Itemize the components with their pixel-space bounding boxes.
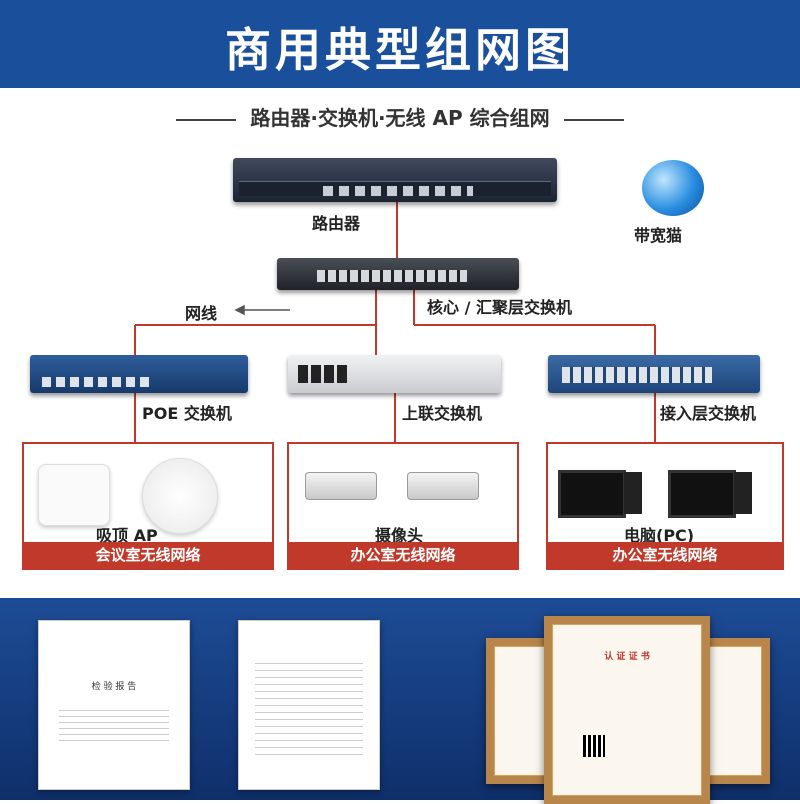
monitor-icon xyxy=(668,470,736,518)
page-title: 商用典型组网图 xyxy=(225,23,575,77)
access-switch-label: 接入层交换机 xyxy=(660,404,757,423)
certificate-report-2-lines xyxy=(255,657,363,757)
network-cable-label: 网线 xyxy=(185,304,218,323)
uplink-switch-label: 上联交换机 xyxy=(402,404,483,423)
modem-label: 带宽猫 xyxy=(634,226,683,245)
certificate-title: 认 证 证 书 xyxy=(604,652,650,662)
access-switch-ports xyxy=(562,367,712,383)
uplink-switch-device xyxy=(288,355,501,393)
office-pc-box: 电脑(PC) 办公室无线网络 xyxy=(546,442,784,570)
certificate-report-2 xyxy=(238,620,380,790)
ceiling-ap-label: 吸顶 AP xyxy=(96,526,158,545)
ceiling-ap-square xyxy=(38,464,110,526)
meeting-room-box: 吸顶 AP 会议室无线网络 xyxy=(22,442,274,570)
subtitle: 路由器·交换机·无线 AP 综合组网 xyxy=(0,102,800,131)
office-camera-footer: 办公室无线网络 xyxy=(289,542,517,568)
monitor-icon xyxy=(558,470,626,518)
core-switch-device xyxy=(277,258,519,290)
uplink-switch-ports xyxy=(298,365,348,383)
globe-icon xyxy=(642,160,704,216)
core-switch-label: 核心 / 汇聚层交换机 xyxy=(427,298,572,317)
poe-switch-label: POE 交换机 xyxy=(142,404,232,423)
router-label: 路由器 xyxy=(312,214,361,233)
poe-switch-device xyxy=(30,355,248,393)
pc-label: 电脑(PC) xyxy=(624,526,695,545)
router-ports xyxy=(323,186,473,196)
pc-tower-icon xyxy=(624,472,642,514)
poe-switch-ports xyxy=(42,377,152,387)
access-switch-device xyxy=(548,355,760,393)
certificate-band: 检 验 报 告 认 证 证 书 xyxy=(0,598,800,804)
pc-tower-icon xyxy=(734,472,752,514)
meeting-room-footer: 会议室无线网络 xyxy=(24,542,272,568)
office-pc-footer: 办公室无线网络 xyxy=(548,542,782,568)
office-camera-box: 摄像头 办公室无线网络 xyxy=(287,442,519,570)
certificate-frame-main: 认 证 证 书 xyxy=(544,616,710,804)
core-switch-ports xyxy=(317,270,467,282)
header-bar: 商用典型组网图 xyxy=(0,0,800,88)
certificate-report-1-lines xyxy=(59,705,169,745)
camera-icon xyxy=(407,472,479,500)
certificate-report-1: 检 验 报 告 xyxy=(38,620,190,790)
router-device xyxy=(233,158,557,202)
ceiling-ap-round xyxy=(142,458,218,534)
camera-label: 摄像头 xyxy=(375,526,424,545)
certificate-report-1-title: 检 验 报 告 xyxy=(91,682,137,692)
qr-code-icon xyxy=(583,735,605,757)
camera-icon xyxy=(305,472,377,500)
